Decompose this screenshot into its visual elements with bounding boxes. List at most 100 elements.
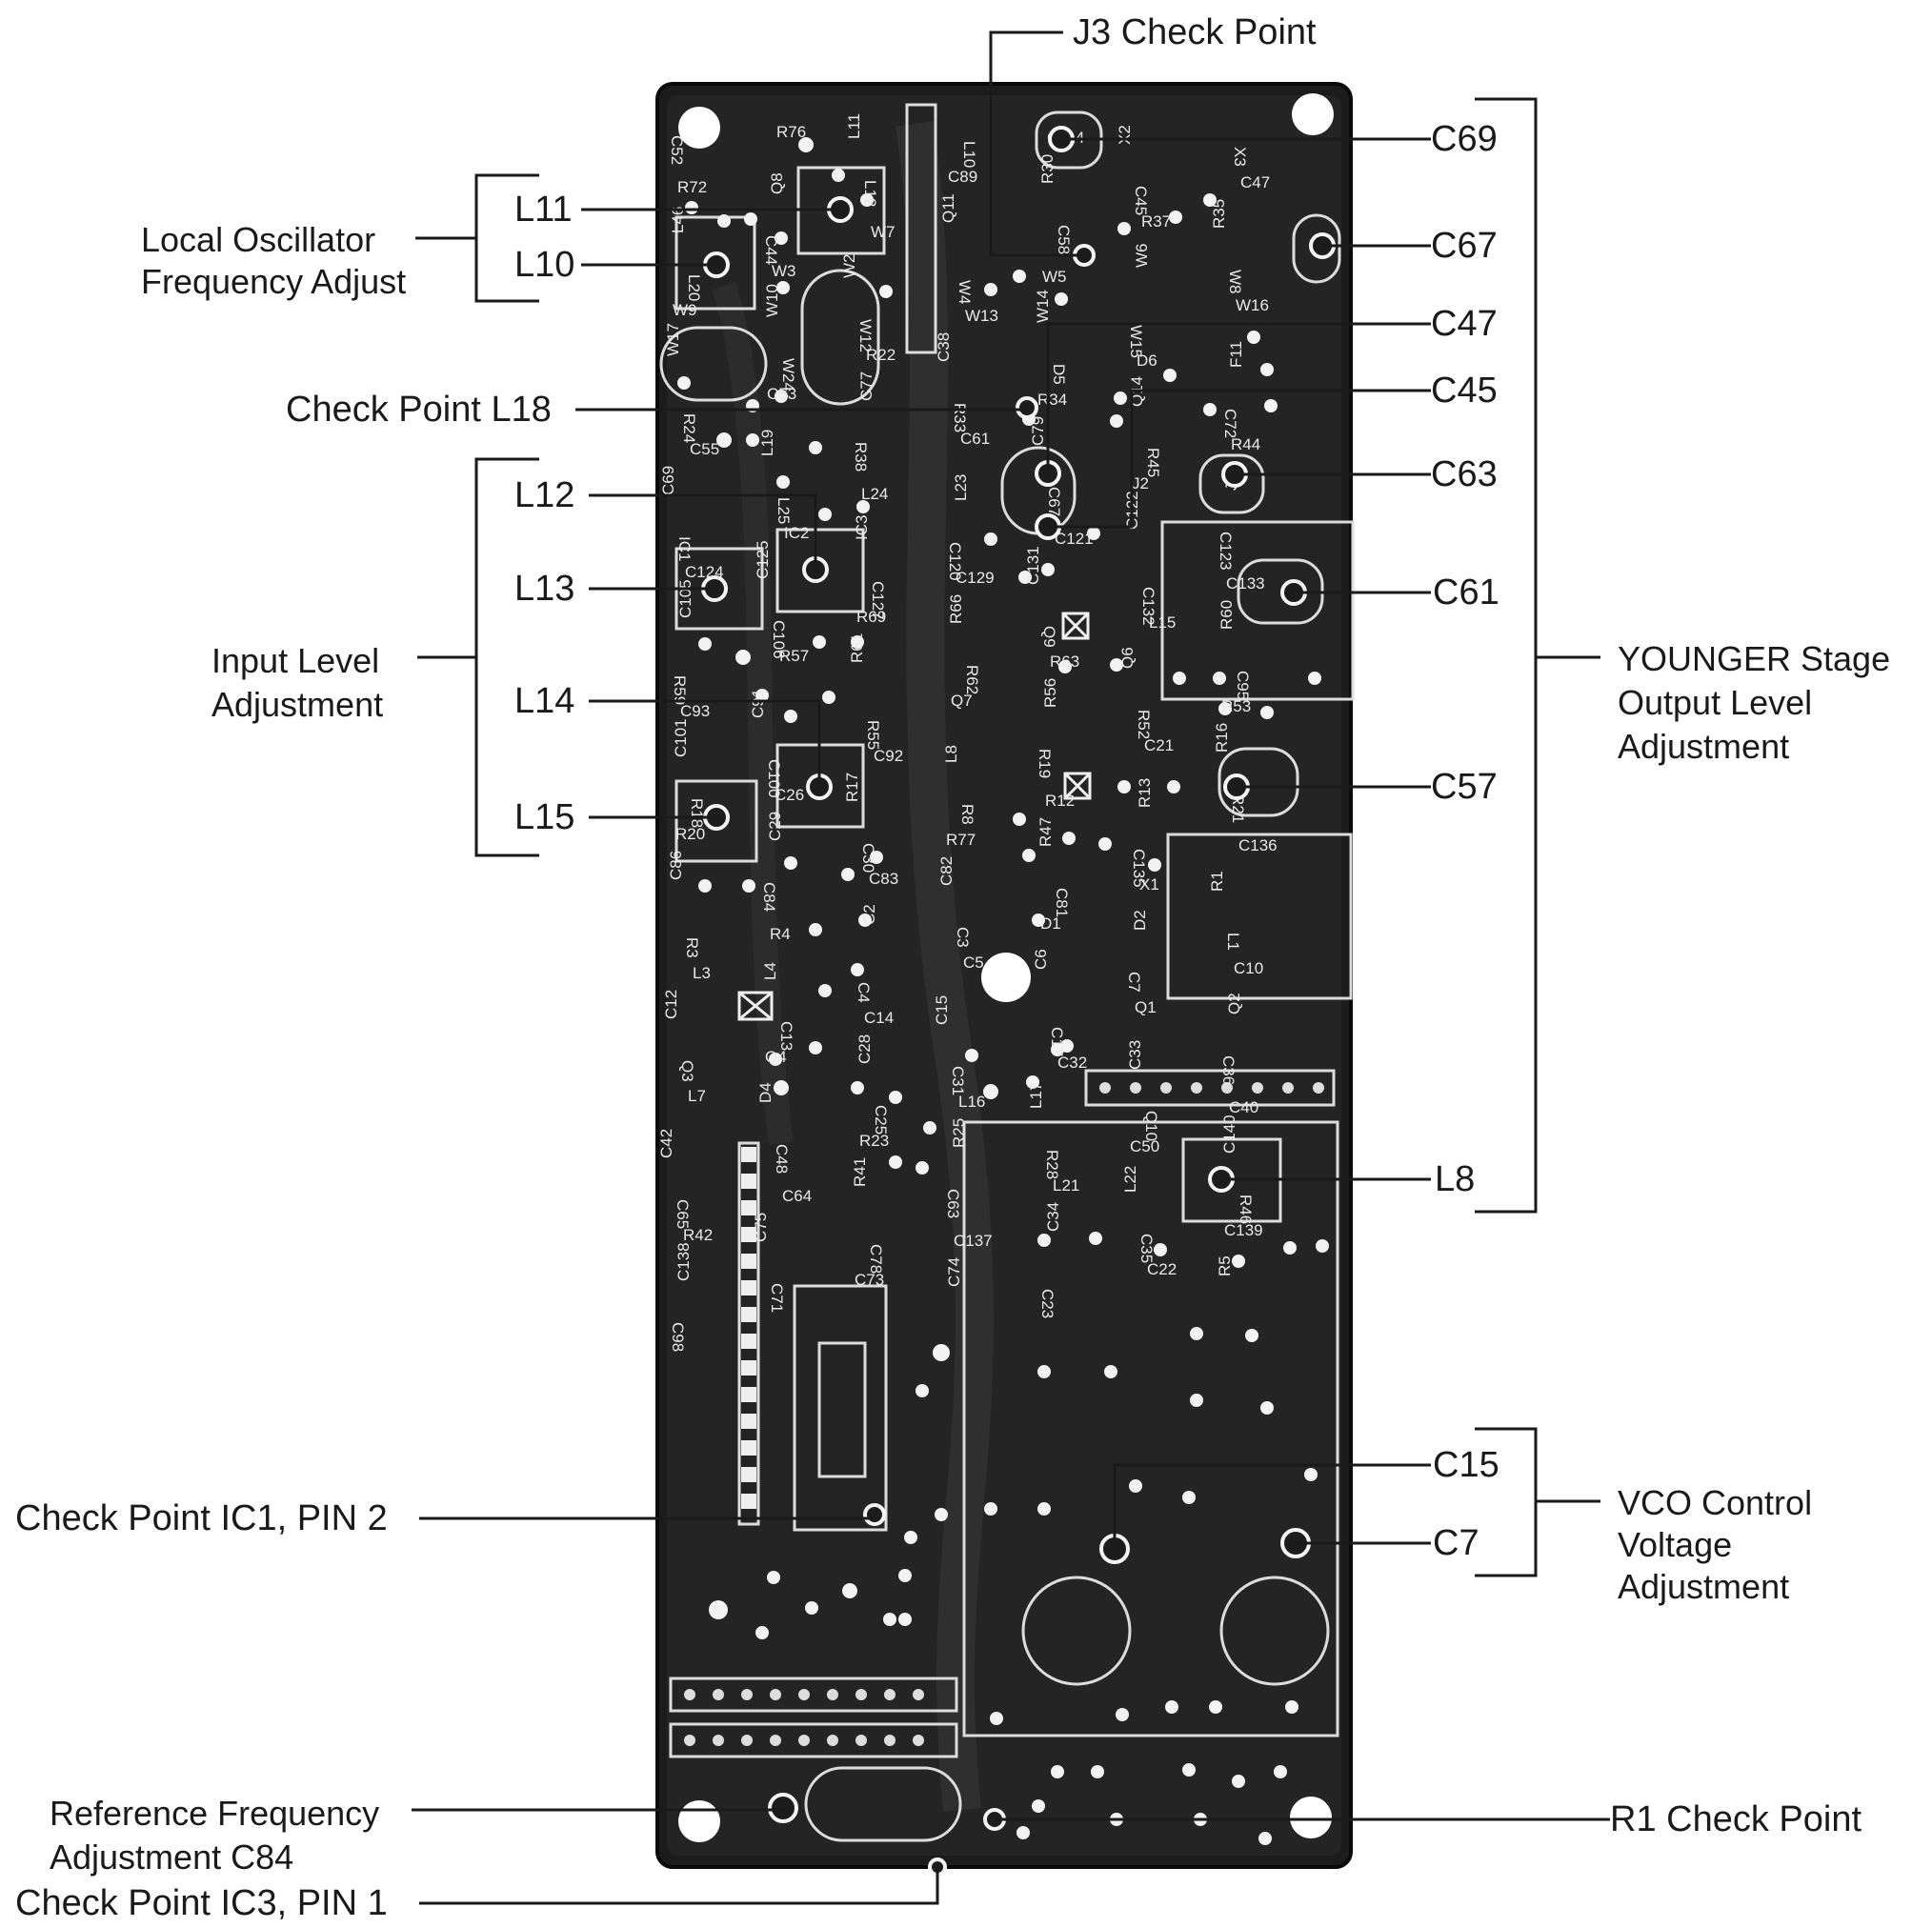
silkscreen-label: W17	[664, 323, 682, 356]
silkscreen-label: R8	[958, 804, 976, 825]
silkscreen-label: C55	[690, 440, 719, 458]
silkscreen-label: C73	[855, 1271, 884, 1289]
silkscreen-label: C75	[752, 1213, 770, 1242]
group-vco-line2: Voltage	[1618, 1525, 1732, 1564]
silkscreen-label: C136	[1238, 836, 1278, 854]
silkscreen-label: C42	[657, 1129, 675, 1158]
silkscreen-label: X1	[1139, 875, 1159, 894]
silkscreen-label: C48	[773, 1144, 791, 1174]
silkscreen-label: C137	[954, 1232, 993, 1250]
silkscreen-label: R76	[776, 123, 806, 141]
group-vco-line3: Adjustment	[1618, 1567, 1789, 1606]
silkscreen-label: C67	[1045, 487, 1063, 516]
silkscreen-label: R13	[1136, 778, 1154, 808]
silkscreen-label: C38	[935, 332, 953, 362]
silkscreen-label: W13	[965, 307, 998, 325]
silkscreen-label: C63	[944, 1189, 962, 1218]
silkscreen-label: C34	[1044, 1202, 1062, 1232]
ic-strip-pins	[684, 1082, 1324, 1746]
mounting-hole	[1292, 93, 1334, 135]
label-c47: C47	[1431, 304, 1498, 344]
silkscreen-label: Q10	[1142, 1111, 1160, 1141]
silkscreen-label: W2	[840, 254, 858, 279]
silkscreen-label: L22	[1121, 1166, 1139, 1193]
silkscreen-label: IC2	[784, 524, 809, 542]
silkscreen-label: R52	[1135, 710, 1153, 739]
silkscreen-label: C58	[1055, 225, 1073, 254]
silkscreen-label: R22	[866, 346, 896, 364]
silkscreen-label: C71	[768, 1283, 786, 1313]
silkscreen-label: Q3	[678, 1060, 696, 1082]
silkscreen-label: L11	[845, 113, 863, 139]
silkscreen-label: R42	[683, 1226, 713, 1244]
silkscreen-label: C84	[760, 882, 778, 912]
silkscreen-label: W8	[1226, 270, 1244, 294]
silkscreen-label: R20	[675, 825, 705, 843]
label-c45: C45	[1431, 371, 1498, 411]
silkscreen-label: R28	[1043, 1150, 1061, 1179]
label-j3-check-point: J3 Check Point	[1073, 12, 1317, 52]
leader-lines	[412, 30, 1610, 1905]
silkscreen-label: R59	[671, 675, 689, 705]
silkscreen-label: R62	[963, 665, 981, 694]
silkscreen-label: R30	[1038, 154, 1057, 184]
silkscreen-label: R38	[852, 442, 870, 472]
header-j1-pins	[741, 1147, 756, 1509]
silkscreen-label: R5	[1216, 1255, 1234, 1276]
silkscreen-label: C15	[933, 995, 951, 1025]
label-l14: L14	[514, 681, 574, 721]
silkscreen-label: L4	[761, 962, 779, 980]
silkscreen-label: C123	[1217, 532, 1235, 571]
mounting-hole	[981, 953, 1031, 1002]
silkscreen-label: W4	[956, 280, 974, 305]
silkscreen-label: D2	[1131, 910, 1149, 931]
silkscreen-label: R19	[1036, 749, 1054, 778]
silkscreen-label: C135	[1130, 849, 1148, 888]
pcb-board: C52R76L11L10C114X2X3R72Q8L12C89R30C45C47…	[655, 82, 1355, 1877]
silkscreen-label: R3	[683, 937, 701, 958]
silkscreen-label: L25	[775, 497, 793, 524]
silkscreen-label: C21	[1144, 736, 1174, 754]
silkscreen-label: R21	[1229, 793, 1247, 823]
silkscreen-label: IC1	[675, 536, 694, 561]
silkscreen-label: C26	[775, 786, 804, 804]
silkscreen-label: C50	[1130, 1137, 1159, 1155]
silkscreen-label: C44	[762, 235, 780, 265]
silkscreen-label: Q9	[1040, 626, 1058, 648]
silkscreen-label: C30	[859, 843, 877, 873]
silkscreen-label: R61	[848, 633, 866, 663]
silkscreen-label: L7	[688, 1087, 706, 1105]
silkscreen-label: C81	[1053, 888, 1071, 917]
silkscreen-label: C98	[669, 1322, 687, 1352]
silkscreen-label: C74	[945, 1257, 963, 1287]
label-c57: C57	[1431, 767, 1498, 807]
silkscreen-label: W5	[1042, 268, 1067, 286]
silkscreen-label: C100	[765, 759, 783, 798]
silkscreen-label: R45	[1144, 448, 1162, 477]
silkscreen-label: L19	[758, 430, 776, 456]
label-l10: L10	[514, 245, 574, 285]
solder-pads	[677, 137, 1329, 1845]
silkscreen-label: R4	[770, 925, 791, 943]
label-l8: L8	[1435, 1159, 1475, 1199]
silkscreen-label: C92	[874, 747, 903, 765]
silkscreen-label: R34	[1037, 391, 1067, 409]
silkscreen-label: R66	[947, 594, 965, 624]
group-younger-line3: Adjustment	[1618, 727, 1789, 766]
silkscreen-label: C133	[1226, 574, 1265, 592]
silkscreen-label: C17	[1048, 1027, 1066, 1056]
silkscreen-label: W16	[1236, 296, 1269, 314]
silkscreen-label: C132	[1139, 587, 1157, 626]
label-l13: L13	[514, 569, 574, 609]
group-vco-line1: VCO Control	[1618, 1483, 1812, 1522]
silkscreen-label: C120	[946, 542, 964, 581]
silkscreen-label: C72	[1221, 409, 1239, 438]
silkscreen-label: D1	[1040, 914, 1061, 933]
silkscreen-label: C47	[1240, 173, 1270, 191]
silkscreen-label: L23	[952, 474, 970, 501]
silkscreen-label: C6	[1032, 949, 1050, 970]
group-local-oscillator-line1: Local Oscillator	[141, 220, 375, 259]
silkscreen-label: R24	[680, 413, 698, 443]
silkscreen-label: L46	[669, 207, 687, 233]
